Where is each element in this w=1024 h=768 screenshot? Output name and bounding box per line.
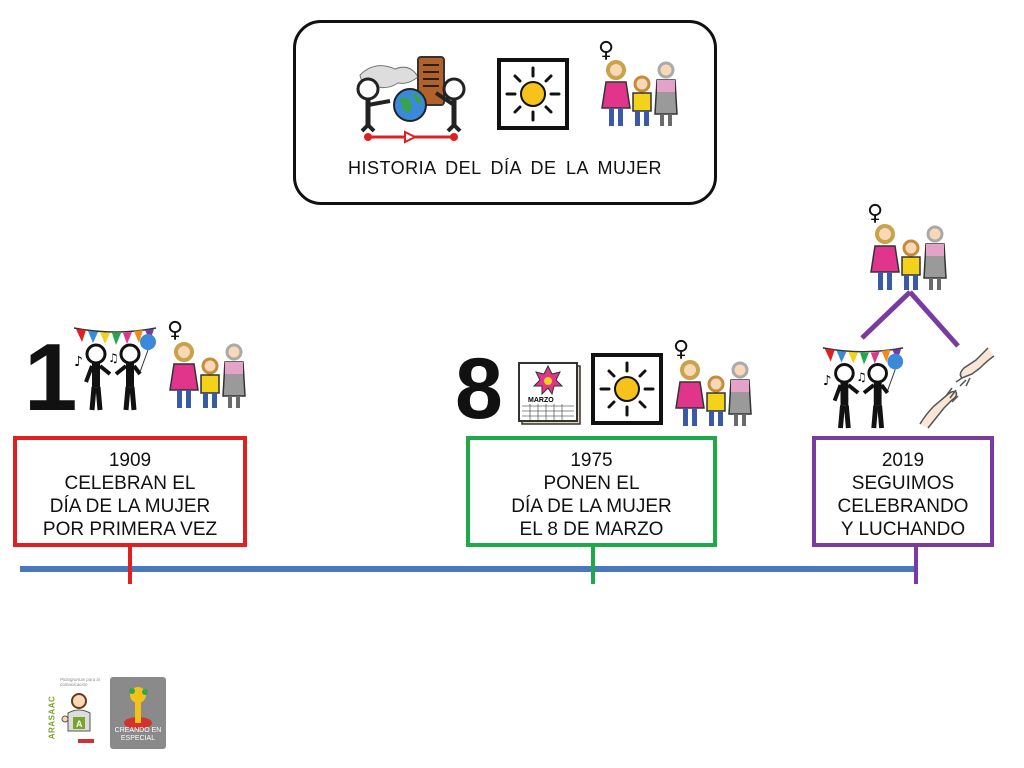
svg-text:♪: ♪ xyxy=(823,373,832,389)
arasaac-figure-icon: A xyxy=(61,693,91,732)
women-group-icon xyxy=(675,360,752,426)
event-year: 2019 xyxy=(881,450,925,471)
arasaac-logo: Pictogramas para la comunicación ARASAAC… xyxy=(46,675,102,747)
celebration-icon: ♪ ♫ xyxy=(822,347,904,429)
event-year: 1909 xyxy=(108,450,152,471)
day-sun-icon xyxy=(497,58,569,130)
event-year: 1975 xyxy=(570,450,613,471)
event-text-line: POR PRIMERA VEZ xyxy=(42,519,218,540)
female-symbol-icon: ♀ xyxy=(867,201,884,226)
event-text-line: PONEN EL xyxy=(543,473,640,494)
women-group-icon xyxy=(601,60,678,126)
event-text-line: DÍA DE LA MUJER xyxy=(49,496,211,517)
event-8-number: 8 xyxy=(455,341,503,437)
svg-text:♫: ♫ xyxy=(856,370,867,384)
female-symbol-icon: ♀ xyxy=(167,318,184,343)
branch-line-left xyxy=(860,290,912,340)
svg-text:A: A xyxy=(76,719,83,729)
event-text-line: DÍA DE LA MUJER xyxy=(511,496,672,517)
trophy-icon xyxy=(124,687,152,729)
event-text-line: Y LUCHANDO xyxy=(840,519,966,540)
svg-text:♫: ♫ xyxy=(108,351,119,365)
helping-hands-icon xyxy=(919,347,995,429)
women-group-icon xyxy=(169,342,246,408)
event-text-line: CELEBRAN EL xyxy=(64,473,196,494)
event-text-line: CELEBRANDO xyxy=(837,496,969,517)
event-box-2019: 2019 SEGUIMOS CELEBRANDO Y LUCHANDO xyxy=(812,436,994,547)
arasaac-tagline: Pictogramas para la comunicación xyxy=(60,677,101,687)
event-box-1909: 1909 CELEBRAN EL DÍA DE LA MUJER POR PRI… xyxy=(13,436,247,547)
svg-text:♪: ♪ xyxy=(74,354,83,370)
day-sun-icon xyxy=(591,353,663,425)
arasaac-wordmark: ARASAAC xyxy=(47,695,57,740)
creando-label: CREANDO EN ESPECIAL xyxy=(114,727,162,742)
calendar-month-label: MARZO xyxy=(528,397,554,404)
page-title: HISTORIA DEL DÍA DE LA MUJER xyxy=(347,158,663,178)
arasaac-small-mark xyxy=(78,739,94,743)
calendar-icon: MARZO xyxy=(518,362,581,425)
branch-line-right xyxy=(908,290,960,348)
title-box xyxy=(293,20,717,205)
female-symbol-icon: ♀ xyxy=(673,337,690,362)
creando-en-especial-logo: CREANDO EN ESPECIAL xyxy=(110,677,166,749)
event-box-1975: 1975 PONEN EL DÍA DE LA MUJER EL 8 DE MA… xyxy=(466,436,717,547)
history-pictogram-icon xyxy=(356,56,466,144)
female-symbol-icon: ♀ xyxy=(598,38,615,63)
event-text-line: EL 8 DE MARZO xyxy=(519,519,664,540)
women-group-icon xyxy=(870,224,947,290)
celebration-icon: ♪ ♫ xyxy=(73,327,157,411)
event-text-line: SEGUIMOS xyxy=(851,473,955,494)
event-1-number: 1 xyxy=(24,324,78,431)
